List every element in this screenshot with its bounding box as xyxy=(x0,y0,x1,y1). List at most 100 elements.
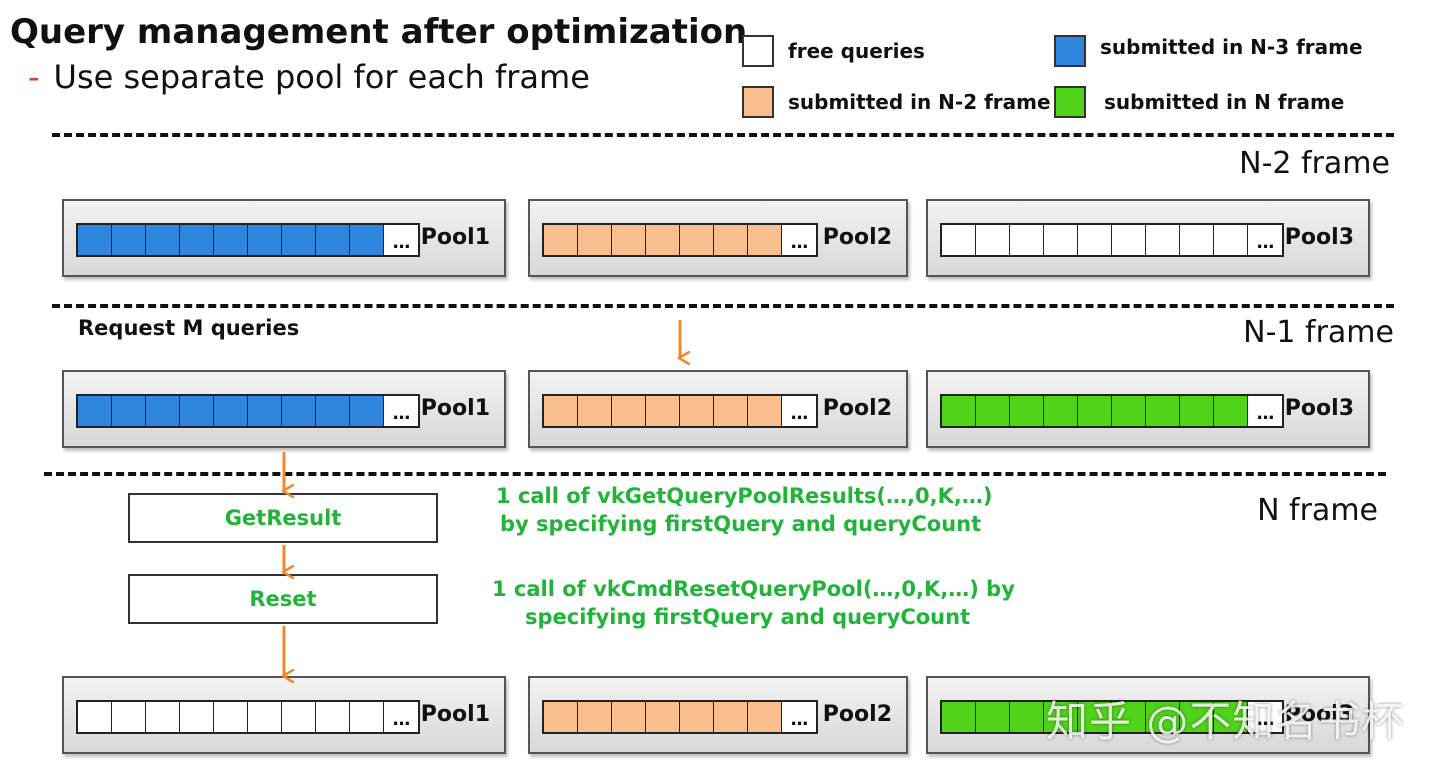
query-slot xyxy=(680,225,714,255)
pool-name: Pool2 xyxy=(822,396,892,421)
query-slot xyxy=(976,702,1010,732)
query-slot xyxy=(1214,225,1248,255)
query-slot xyxy=(748,225,782,255)
query-slot xyxy=(748,702,782,732)
pool-box-pool2: ...Pool2 xyxy=(528,199,908,277)
query-slot xyxy=(214,396,248,426)
query-slot xyxy=(680,702,714,732)
query-slot xyxy=(544,396,578,426)
reset-note-line1: 1 call of vkCmdResetQueryPool(…,0,K,…) b… xyxy=(492,577,1015,601)
reset-note-line2: specifying firstQuery and queryCount xyxy=(525,605,971,629)
pool-name: Pool1 xyxy=(420,225,490,250)
legend-n2: submitted in N-2 frame xyxy=(742,86,1051,118)
query-slot xyxy=(578,702,612,732)
pool-name: Pool3 xyxy=(1284,702,1354,727)
legend-swatch-free xyxy=(742,35,774,67)
slide-subtitle: -Use separate pool for each frame xyxy=(28,58,590,96)
query-slot-ellipsis: ... xyxy=(782,225,816,255)
query-slot-ellipsis: ... xyxy=(384,225,418,255)
get-result-note-line2: by specifying firstQuery and queryCount xyxy=(500,512,982,536)
query-slots: ... xyxy=(76,700,420,734)
query-slot xyxy=(544,225,578,255)
pool-box-pool1: ...Pool1 xyxy=(62,676,506,754)
pool-box-pool2: ...Pool2 xyxy=(528,676,908,754)
query-slot xyxy=(78,396,112,426)
query-slot xyxy=(146,702,180,732)
query-slot xyxy=(976,396,1010,426)
query-slot xyxy=(1180,396,1214,426)
query-slot xyxy=(282,225,316,255)
legend-free: free queries xyxy=(742,35,925,67)
query-slot xyxy=(942,225,976,255)
query-slot xyxy=(316,225,350,255)
query-slot xyxy=(680,396,714,426)
query-slot xyxy=(248,396,282,426)
query-slot xyxy=(1078,702,1112,732)
query-slots: ... xyxy=(542,223,818,257)
query-slot xyxy=(544,702,578,732)
query-slot xyxy=(1044,702,1078,732)
query-slot xyxy=(714,702,748,732)
legend-label-n2: submitted in N-2 frame xyxy=(788,90,1051,114)
pool-name: Pool2 xyxy=(822,225,892,250)
query-slot xyxy=(282,396,316,426)
query-slots: ... xyxy=(542,700,818,734)
legend-label-n: submitted in N frame xyxy=(1104,90,1345,114)
query-slot xyxy=(316,396,350,426)
legend-swatch-n2 xyxy=(742,86,774,118)
query-slot-ellipsis: ... xyxy=(782,702,816,732)
query-slot xyxy=(146,225,180,255)
query-slot xyxy=(350,225,384,255)
query-slot xyxy=(180,396,214,426)
query-slots: ... xyxy=(940,394,1284,428)
frame-label-n2: N-2 frame xyxy=(1239,146,1390,181)
separator-bottom xyxy=(44,472,1386,476)
request-label: Request M queries xyxy=(78,316,300,340)
query-slot xyxy=(248,702,282,732)
query-slot xyxy=(1112,396,1146,426)
query-slot xyxy=(1044,225,1078,255)
query-slot xyxy=(578,225,612,255)
query-slot xyxy=(1180,225,1214,255)
query-slot xyxy=(248,225,282,255)
query-slot xyxy=(350,396,384,426)
query-slot xyxy=(976,225,1010,255)
query-slot xyxy=(316,702,350,732)
frame-label-n: N frame xyxy=(1257,493,1378,528)
query-slot xyxy=(942,702,976,732)
subtitle-text: Use separate pool for each frame xyxy=(53,58,590,96)
query-slot xyxy=(646,702,680,732)
query-slot xyxy=(612,396,646,426)
query-slot xyxy=(214,225,248,255)
query-slot xyxy=(1010,702,1044,732)
query-slot xyxy=(646,225,680,255)
separator-top xyxy=(52,133,1394,137)
query-slot xyxy=(1180,702,1214,732)
legend-label-n3: submitted in N-3 frame xyxy=(1100,35,1363,59)
query-slot xyxy=(578,396,612,426)
query-slot xyxy=(714,396,748,426)
pool-box-pool1: ...Pool1 xyxy=(62,199,506,277)
query-slot xyxy=(1214,396,1248,426)
get-result-note-line1: 1 call of vkGetQueryPoolResults(…,0,K,…) xyxy=(496,484,993,508)
query-slot xyxy=(1112,702,1146,732)
query-slot xyxy=(1078,396,1112,426)
query-slot-ellipsis: ... xyxy=(1248,396,1282,426)
separator-middle xyxy=(52,304,1394,308)
query-slot-ellipsis: ... xyxy=(384,396,418,426)
query-slot xyxy=(214,702,248,732)
query-slot xyxy=(180,225,214,255)
query-slot xyxy=(612,702,646,732)
query-slot xyxy=(1010,396,1044,426)
query-slots: ... xyxy=(940,700,1284,734)
query-slots: ... xyxy=(76,394,420,428)
legend-swatch-n xyxy=(1054,86,1086,118)
bullet-dash: - xyxy=(28,58,40,96)
pool-name: Pool1 xyxy=(420,396,490,421)
watermark: 知乎 @不知名书杯 xyxy=(1046,697,1405,746)
query-slot xyxy=(282,702,316,732)
query-slot xyxy=(78,702,112,732)
query-slot xyxy=(646,396,680,426)
query-slot xyxy=(1044,396,1078,426)
pool-name: Pool3 xyxy=(1284,396,1354,421)
